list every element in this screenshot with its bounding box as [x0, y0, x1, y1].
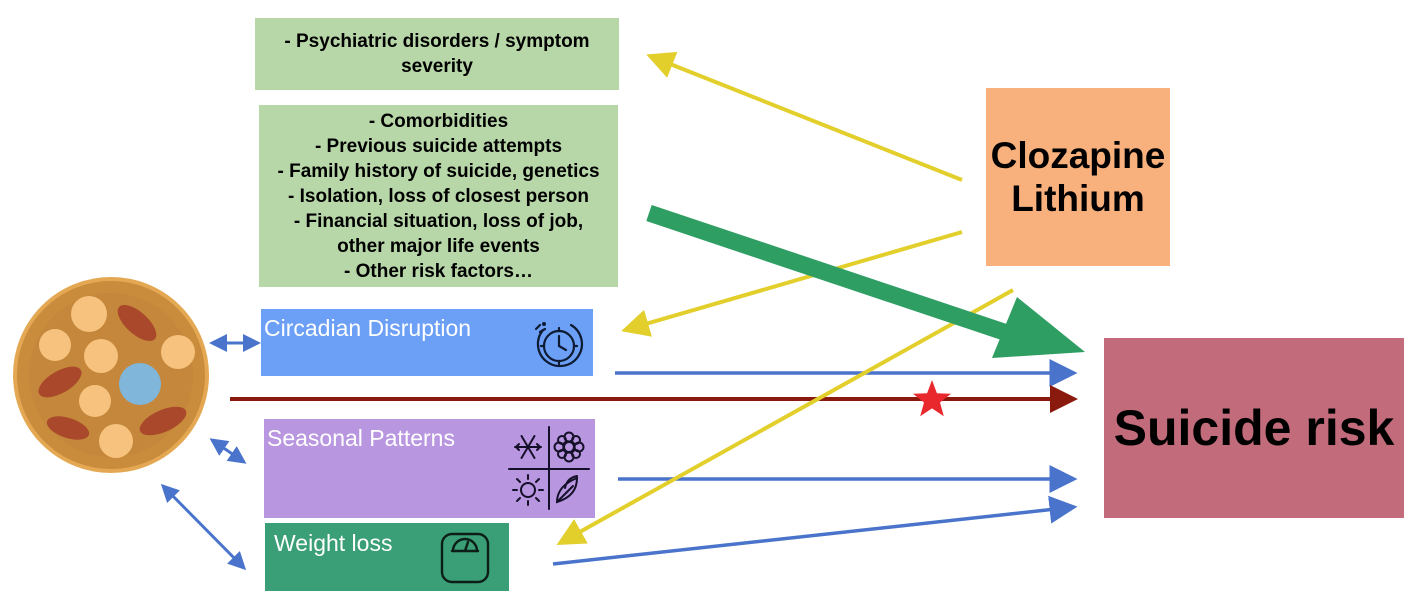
arrow-cell-weight — [160, 483, 247, 571]
clozapine-lithium-box: Clozapine Lithium — [986, 88, 1170, 266]
risk-factor-line: - Family history of suicide, genetics — [277, 160, 600, 182]
arrow-weight-risk — [552, 495, 1078, 566]
risk-factor-line: - Isolation, loss of closest person — [288, 185, 589, 207]
star-icon — [913, 380, 951, 417]
treatment-line-clozapine: Clozapine — [990, 135, 1166, 176]
arrow-factors-risk-head — [992, 297, 1085, 358]
risk-factor-line: - Comorbidities — [368, 110, 509, 132]
cell-icon — [13, 277, 209, 473]
treatment-line-lithium: Lithium — [1011, 178, 1145, 219]
arrow-drug-psych — [646, 51, 963, 182]
risk-factor-line: - Previous suicide attempts — [314, 135, 563, 157]
seasonal-label: Seasonal Patterns — [267, 425, 455, 451]
arrow-drug-weight — [556, 288, 1014, 545]
circadian-disruption-box: Circadian Disruption — [261, 309, 593, 376]
psychiatric-line-2: severity — [401, 56, 473, 77]
psychiatric-disorders-box: - Psychiatric disorders / symptom severi… — [255, 18, 619, 90]
risk-factor-line: other major life events — [337, 235, 540, 257]
risk-factor-line: - Financial situation, loss of job, — [293, 210, 584, 232]
arrow-factors-risk — [646, 204, 1013, 343]
risk-factor-line: - Other risk factors… — [344, 260, 533, 282]
seasons-icon — [508, 426, 590, 510]
circadian-label: Circadian Disruption — [264, 315, 472, 341]
suicide-risk-label: Suicide risk — [1113, 400, 1395, 456]
arrow-cell-seasonal — [209, 438, 247, 464]
weight-loss-box: Weight loss — [265, 523, 509, 591]
risk-factors-box: - Comorbidities - Previous suicide attem… — [259, 105, 618, 287]
weight-label: Weight loss — [274, 530, 393, 556]
psychiatric-line-1: - Psychiatric disorders / symptom — [284, 31, 590, 52]
suicide-risk-box: Suicide risk — [1104, 338, 1404, 518]
arrow-drug-circadian — [621, 230, 963, 337]
clock-icon — [534, 322, 584, 368]
scale-icon — [440, 532, 490, 584]
seasonal-patterns-box: Seasonal Patterns — [264, 419, 595, 518]
